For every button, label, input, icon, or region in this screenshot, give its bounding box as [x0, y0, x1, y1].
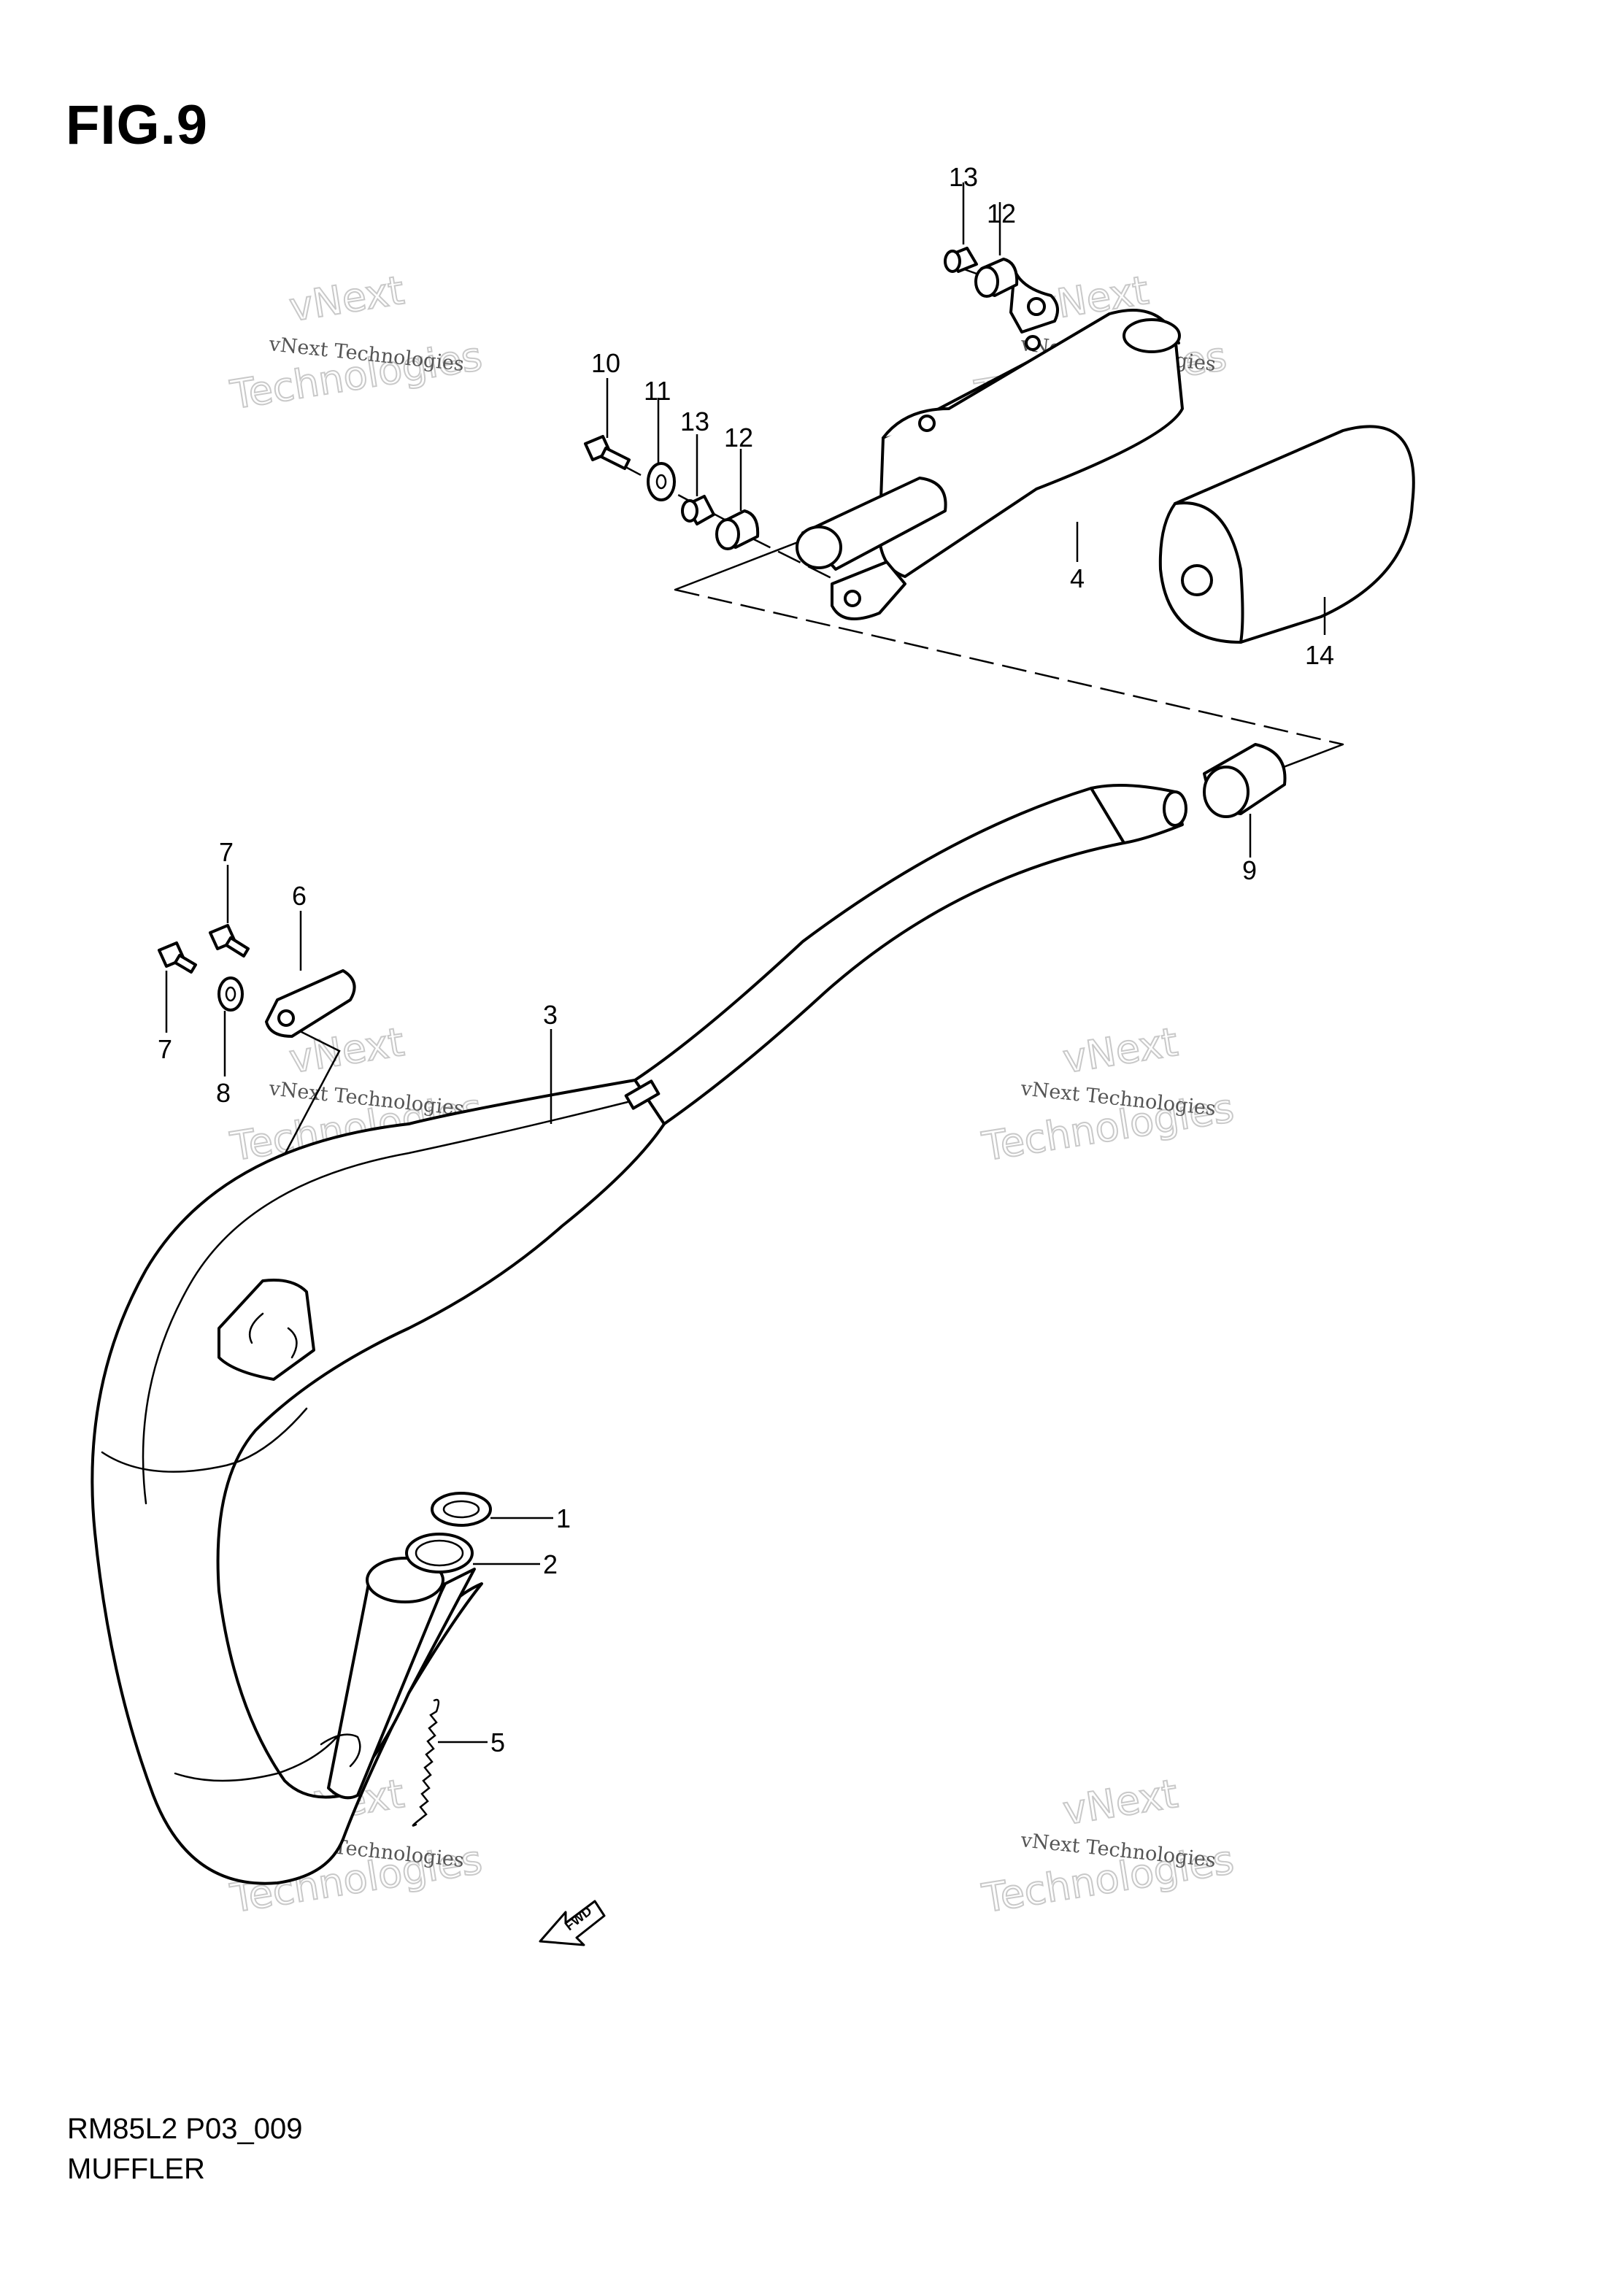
bolt-10 — [584, 435, 631, 470]
muffler-cover — [1158, 425, 1415, 644]
watermark-mid-right: vNext Technologies vNext Technologies — [978, 1018, 1237, 1171]
watermark-top-left: vNext Technologies vNext Technologies — [226, 266, 485, 419]
bracket-plate — [265, 969, 356, 1038]
pipe-outlet-end — [1163, 790, 1187, 827]
callout-3: 3 — [543, 1000, 558, 1030]
callout-2: 2 — [543, 1549, 558, 1579]
gasket-inner — [442, 1500, 480, 1519]
washer-ring — [647, 462, 676, 501]
gasket-inner — [415, 1539, 464, 1567]
bracket-hole — [1025, 335, 1041, 351]
bolt-shank — [600, 447, 631, 470]
callout-9: 9 — [1242, 855, 1257, 885]
watermark-big-line1: vNext — [286, 267, 407, 331]
figure-title: FIG.9 — [66, 94, 209, 156]
callout-5: 5 — [490, 1727, 505, 1757]
spring-coil — [412, 1698, 440, 1827]
collar-13-rear — [944, 247, 978, 273]
figure-code: RM85L2 P03_009 — [67, 2113, 303, 2145]
pipe-seam — [174, 1728, 344, 1782]
callout-7-lower: 7 — [158, 1034, 172, 1064]
reference-line-dashed — [618, 462, 736, 527]
figure-name: MUFFLER — [67, 2153, 205, 2185]
bracket-hole — [844, 590, 861, 607]
bolt-shank — [174, 954, 197, 974]
pipe-contour — [142, 1101, 629, 1505]
callout-4: 4 — [1070, 563, 1085, 593]
watermark-bottom-right: vNext Technologies vNext Technologies — [978, 1770, 1237, 1922]
callout-10: 10 — [591, 348, 620, 378]
gasket-1 — [431, 1492, 492, 1527]
bracket-hole — [1027, 297, 1046, 316]
leader-lines — [165, 182, 1326, 1744]
callout-13-rear: 13 — [949, 162, 978, 192]
muffler-front-bracket — [831, 560, 906, 620]
pipe-seam — [101, 1407, 308, 1473]
bolt-7-upper — [209, 924, 250, 958]
forward-arrow: FWD — [539, 1900, 606, 1946]
callout-8: 8 — [216, 1078, 231, 1108]
watermark-big-line1: vNext — [1060, 1771, 1181, 1834]
bolt-shank — [225, 936, 250, 958]
cushion-12-front — [715, 509, 760, 550]
gasket-outer — [431, 1492, 492, 1527]
washer-11 — [647, 462, 676, 501]
callout-numbers: 13 12 10 11 13 12 4 14 9 7 6 7 8 3 1 2 5 — [158, 162, 1334, 1757]
callout-6: 6 — [292, 881, 307, 911]
callout-7-upper: 7 — [219, 837, 234, 867]
exhaust-pipe — [91, 784, 1187, 1885]
callout-1: 1 — [556, 1503, 571, 1533]
bolt-7-lower — [158, 941, 197, 974]
washer-ring — [217, 976, 244, 1012]
forward-arrow-shape — [539, 1900, 606, 1946]
watermark-big-line1: vNext — [1060, 1019, 1181, 1082]
washer — [217, 976, 244, 1012]
gasket-2 — [405, 1533, 474, 1573]
cushion-12-rear — [974, 258, 1019, 298]
washer-hole — [225, 986, 236, 1002]
muffler-mount-hole — [918, 415, 936, 432]
reference-line-dashed — [674, 588, 1344, 746]
cover-hole — [1181, 564, 1213, 596]
connector — [1203, 743, 1287, 818]
inlet-pipe-end — [796, 525, 842, 569]
collar-end — [944, 250, 961, 273]
muffler — [796, 269, 1184, 620]
cushion-end — [715, 518, 740, 550]
spring-hook — [320, 1733, 361, 1768]
washer-hole — [655, 474, 667, 490]
pipe-tail-section — [634, 787, 1125, 1125]
spring — [412, 1698, 440, 1827]
connector-opening — [1203, 766, 1250, 818]
bracket — [265, 969, 356, 1038]
muffler-end-cap — [1123, 318, 1181, 353]
pipe-band — [624, 1079, 661, 1110]
bracket-detail — [248, 1312, 298, 1359]
cushion-end — [974, 266, 999, 298]
pipe-mount-bracket — [217, 1279, 315, 1381]
collar-13-front — [681, 495, 715, 525]
callout-14: 14 — [1305, 640, 1334, 670]
collar-end — [681, 499, 698, 523]
bracket-hole — [277, 1009, 295, 1027]
callout-13-front: 13 — [680, 407, 709, 436]
reference-line-dashed — [747, 535, 836, 582]
callout-12-rear: 12 — [987, 199, 1016, 228]
callout-12-front: 12 — [724, 423, 753, 452]
callout-11: 11 — [644, 376, 671, 406]
pipe-body-chamber — [91, 1079, 666, 1885]
